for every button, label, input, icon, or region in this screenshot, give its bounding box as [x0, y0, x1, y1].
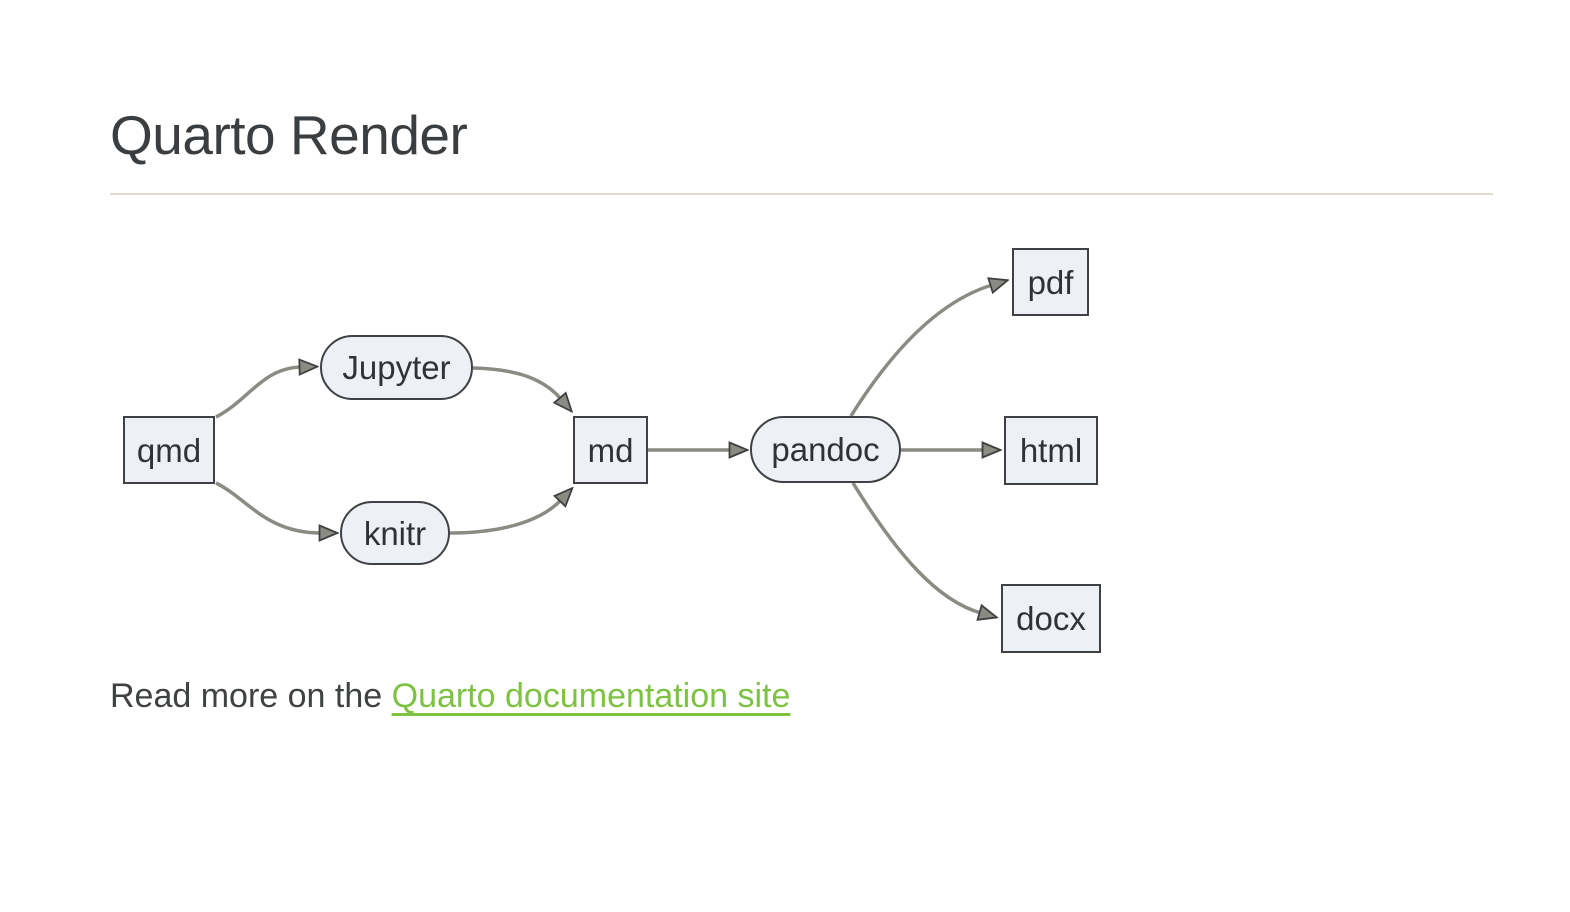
quarto-documentation-link[interactable]: Quarto documentation site — [391, 677, 791, 715]
node-jupyter-label: Jupyter — [342, 349, 451, 386]
read-more-paragraph: Read more on the Quarto documentation si… — [110, 674, 790, 718]
node-pandoc: pandoc — [750, 416, 901, 483]
page-title: Quarto Render — [110, 104, 468, 166]
node-pdf-label: pdf — [1027, 263, 1074, 301]
node-md-label: md — [587, 431, 634, 469]
node-jupyter: Jupyter — [320, 335, 473, 400]
node-knitr-label: knitr — [363, 514, 427, 552]
edge-knitr-md — [449, 500, 561, 535]
title-divider — [110, 193, 1493, 195]
node-html-label: html — [1019, 432, 1083, 469]
edge-pandoc-pdf — [849, 285, 992, 417]
node-qmd: qmd — [123, 416, 215, 484]
node-pdf: pdf — [1012, 248, 1089, 316]
node-md: md — [573, 416, 648, 484]
node-html: html — [1004, 416, 1098, 485]
edge-qmd-jupyter — [215, 367, 301, 419]
node-pandoc-label: pandoc — [771, 431, 880, 468]
edge-qmd-knitr — [215, 481, 321, 533]
node-docx-label: docx — [1016, 600, 1086, 637]
node-docx: docx — [1001, 584, 1101, 653]
node-knitr: knitr — [340, 501, 450, 565]
edge-pandoc-docx — [851, 482, 981, 613]
edge-jupyter-md — [472, 366, 561, 399]
read-more-prefix: Read more on the — [110, 677, 392, 715]
node-qmd-label: qmd — [136, 431, 202, 469]
